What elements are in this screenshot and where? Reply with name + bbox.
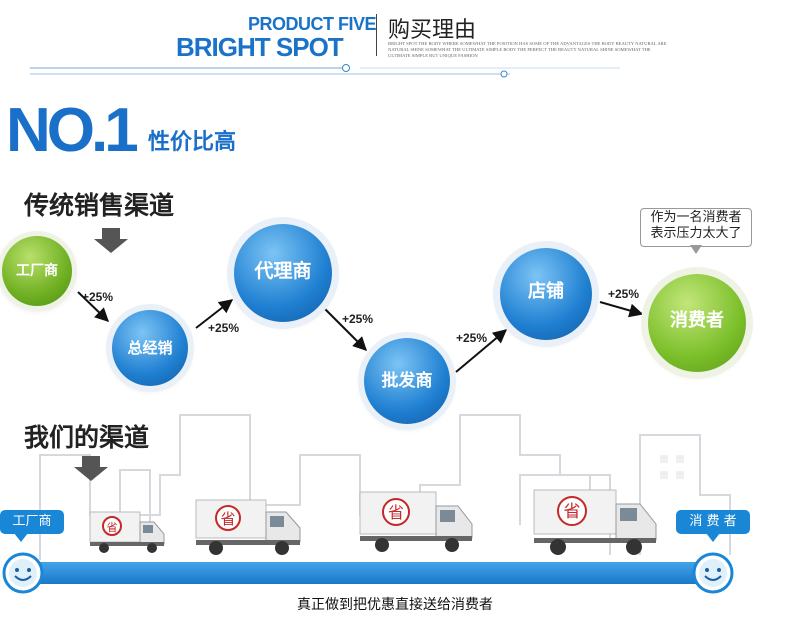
truck-mark: 省 — [220, 510, 235, 528]
node-distributor: 总经销 — [112, 310, 188, 386]
bubble-tail — [690, 245, 702, 254]
node-agent: 代理商 — [234, 224, 332, 322]
increment-label: +25% — [608, 287, 640, 301]
truck-icon: 省 — [359, 491, 473, 552]
down-arrow-icon — [94, 228, 128, 253]
truck-icon: 省 — [533, 489, 657, 555]
bubble-text: 作为一名消费者 表示压力太大了 — [650, 210, 742, 241]
header-en-line2: BRIGHT SPOT — [176, 32, 344, 62]
increment-label: +25% — [208, 321, 240, 335]
factory-tag: 工厂商 — [0, 510, 64, 534]
node-label: 总经销 — [127, 339, 173, 357]
truck-mark: 省 — [107, 521, 118, 534]
node-label: 店铺 — [528, 281, 564, 302]
truck-mark: 省 — [388, 503, 404, 522]
truck-mark: 省 — [564, 502, 581, 522]
increment-label: +25% — [342, 312, 374, 326]
consumer-tag: 消 费 者 — [676, 510, 750, 534]
no1-subtitle: 性价比高 — [148, 130, 237, 155]
increment-label: +25% — [456, 331, 488, 345]
truck-icon: 省 — [195, 499, 301, 555]
node-label: 消费者 — [670, 310, 724, 331]
tag-pointer — [706, 533, 720, 542]
node-label: 代理商 — [254, 260, 312, 282]
smiley-icon — [2, 552, 44, 594]
smiley-icon — [692, 552, 734, 594]
increment-label: +25% — [82, 290, 114, 304]
header-cn-title: 购买理由 — [388, 18, 477, 43]
direct-channel-bar — [18, 562, 718, 584]
header-fine-print: BRIGHT SPOT THE BODY WHERE SOMEWHAT THE … — [388, 41, 667, 58]
down-arrow-icon — [74, 456, 108, 481]
header-deco-lines — [30, 64, 620, 78]
tag-pointer — [14, 533, 28, 542]
node-label: 批发商 — [381, 371, 433, 391]
node-label: 工厂商 — [16, 263, 58, 279]
direct-benefit-text: 真正做到把优惠直接送给消费者 — [297, 597, 493, 613]
header-divider — [376, 14, 377, 56]
node-factory: 工厂商 — [2, 236, 72, 306]
our-channel-title: 我们的渠道 — [24, 423, 150, 452]
consumer-speech-bubble: 作为一名消费者 表示压力太大了 — [640, 208, 752, 247]
node-store: 店铺 — [500, 248, 592, 340]
node-consumer: 消费者 — [648, 274, 746, 372]
node-wholesaler: 批发商 — [364, 338, 450, 424]
truck-icon: 省 — [89, 511, 165, 553]
no1-heading: NO.1 — [6, 96, 139, 165]
traditional-title: 传统销售渠道 — [24, 191, 175, 220]
header-en-line1: PRODUCT FIVE — [248, 14, 377, 34]
